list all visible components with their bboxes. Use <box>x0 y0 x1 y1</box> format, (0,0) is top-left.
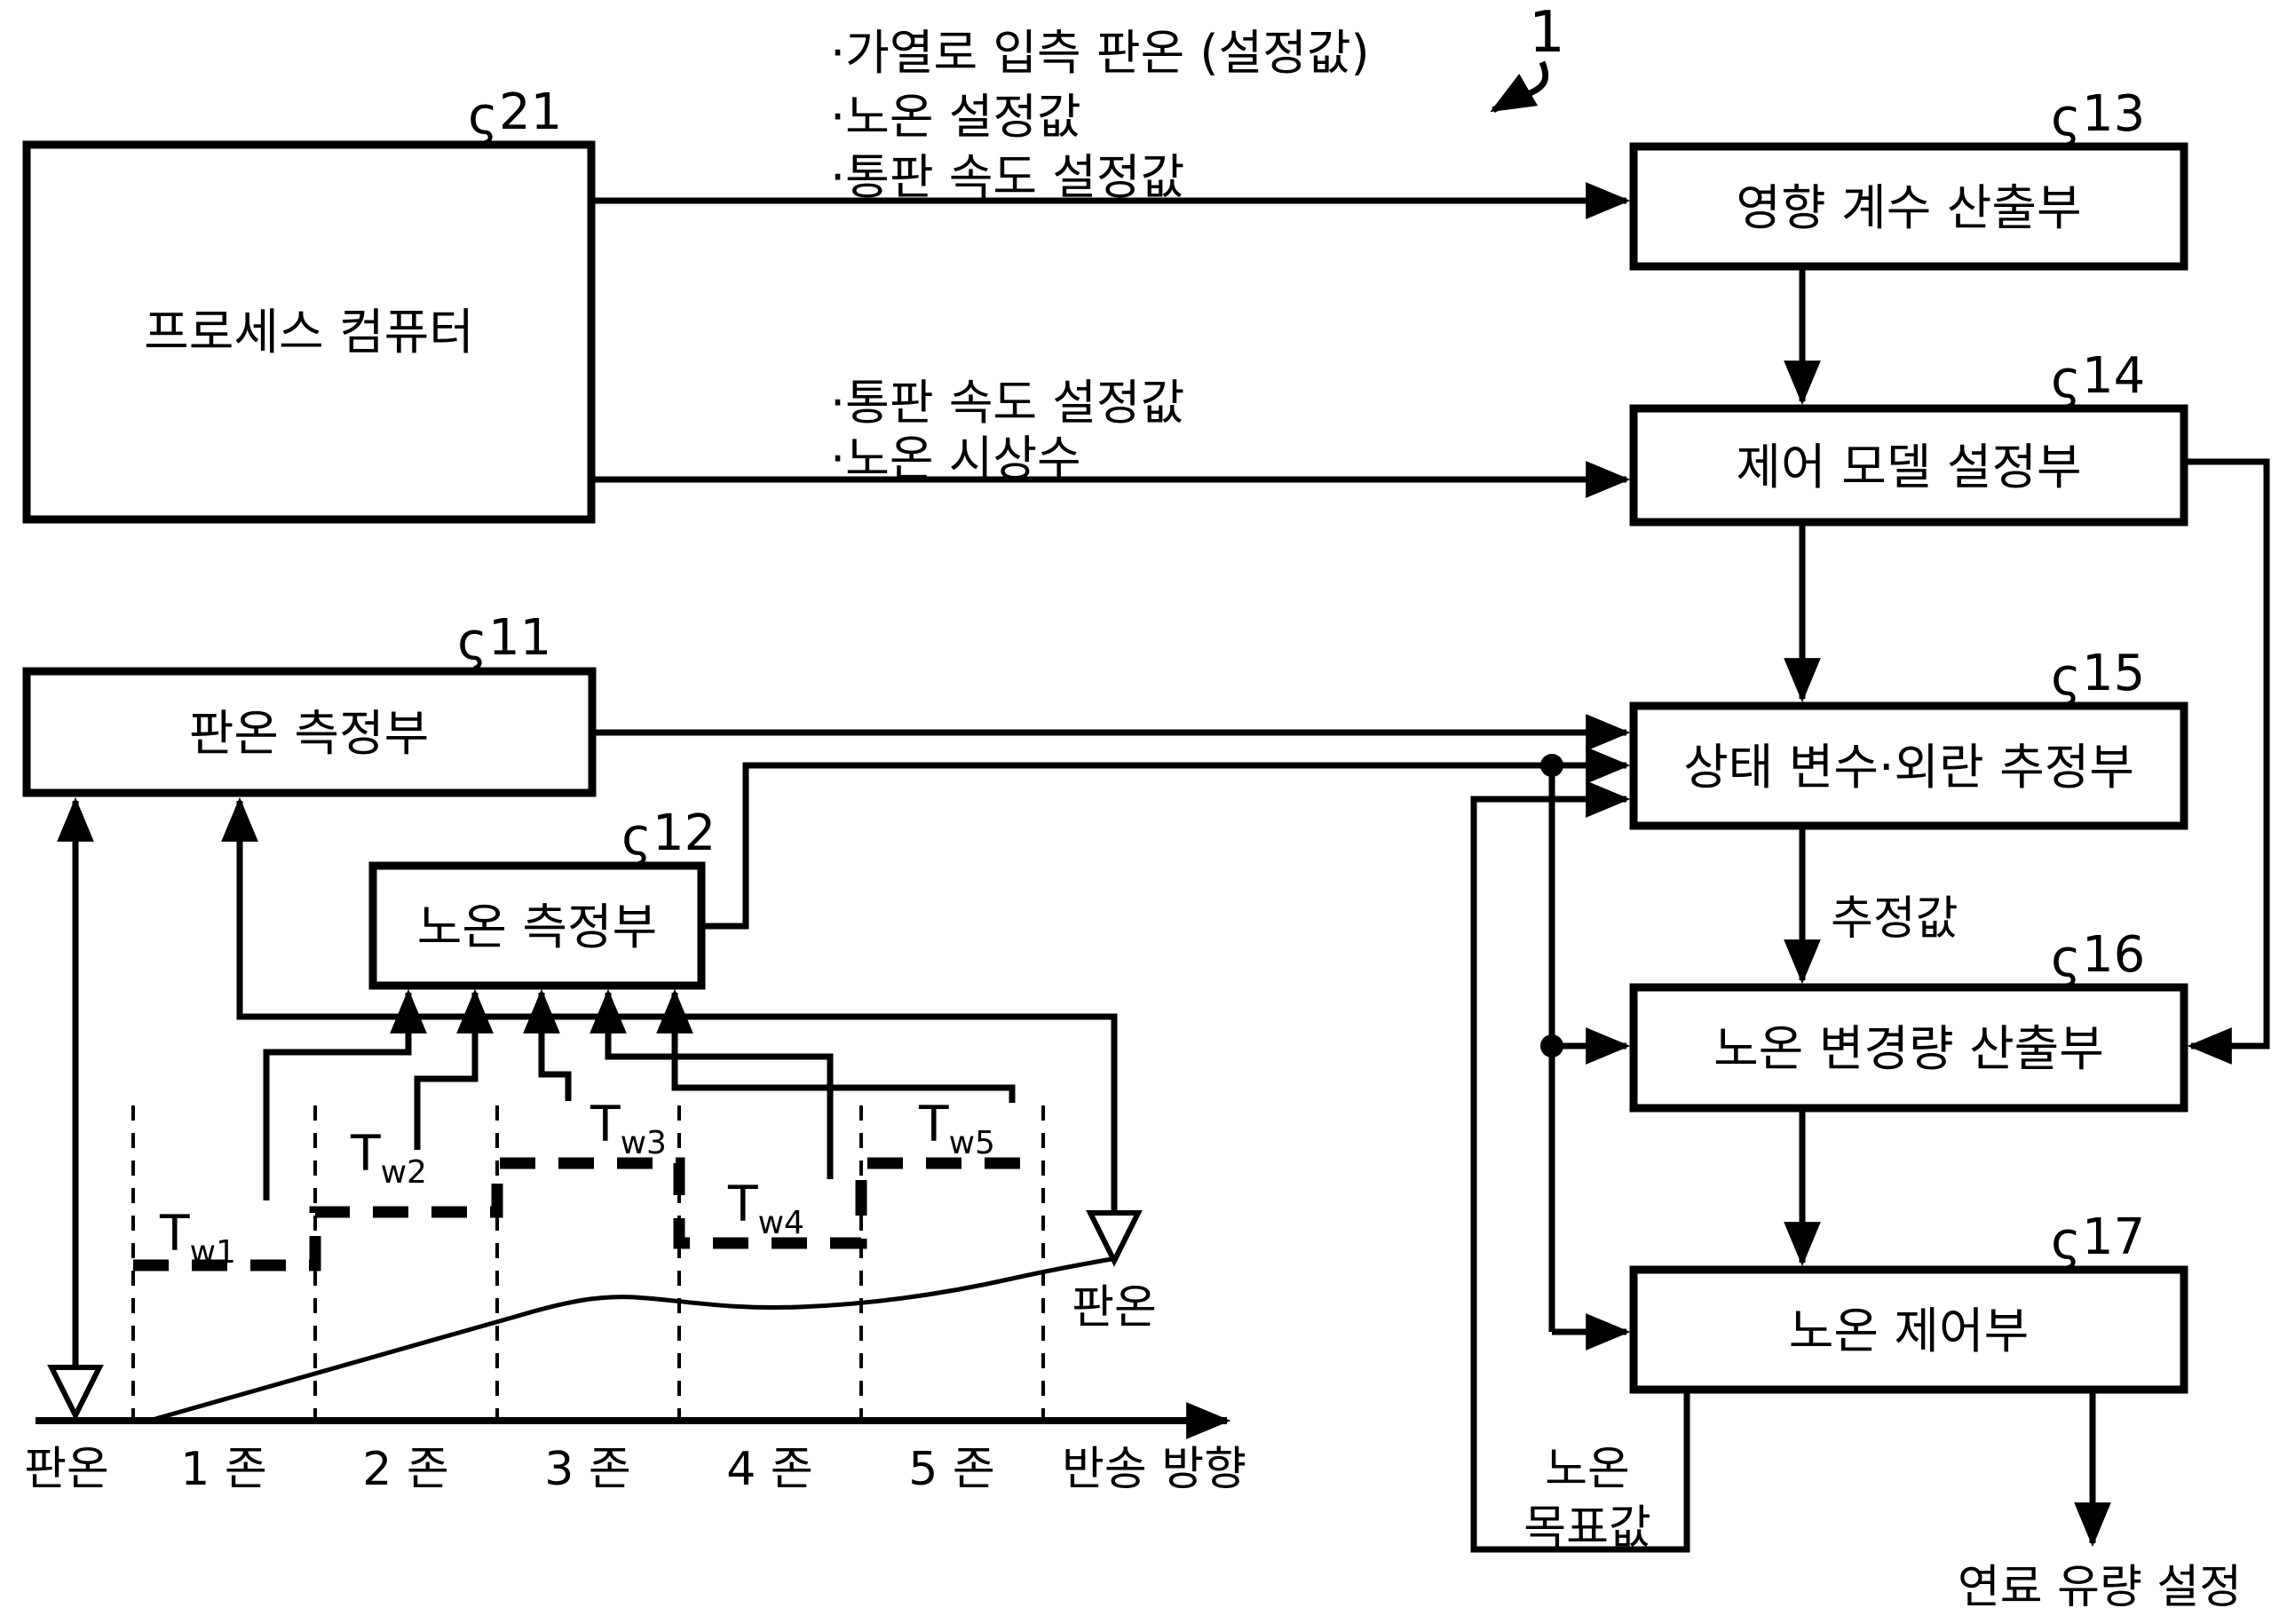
arrow-12-to-15 <box>701 747 1631 930</box>
block-control-model-setting <box>1629 404 2188 527</box>
zone-label-5: 5 존 <box>908 1443 994 1496</box>
block-influence-coefficient <box>1629 142 2188 271</box>
zone-label-2: 2 존 <box>362 1443 448 1496</box>
ref-13: 13 <box>2082 85 2145 143</box>
block-temp-change-calc-label: 노온 변경량 산출부 <box>1713 1020 2104 1077</box>
block-control-model-setting-label: 제어 모델 설정부 <box>1736 439 2081 495</box>
figure-number-arrow <box>1490 60 1549 114</box>
ref-squiggle-21: ς <box>468 85 498 146</box>
block-furnace-temp-measure-label: 노온 측정부 <box>417 899 657 955</box>
ref-16: 16 <box>2082 926 2145 984</box>
sensor-tap-3 <box>523 988 572 1101</box>
ref-21: 21 <box>499 83 562 141</box>
sensor-tap-2 <box>414 988 494 1150</box>
sensor-tap-5 <box>656 988 1016 1103</box>
target-value-loop-17-to-15 <box>1470 780 1690 1553</box>
sensor-tap-4 <box>590 988 834 1179</box>
plate-temp-curve <box>154 1256 1112 1422</box>
block-temp-change-calc <box>1629 983 2188 1113</box>
sensor-label-tw3: Tw3 <box>590 1096 667 1161</box>
estimate-value-label: 추정값 <box>1831 892 1959 946</box>
feedback-14-to-16 <box>2184 458 2270 1065</box>
plate-temp-exit-label: 판온 <box>1072 1281 1157 1335</box>
fuel-flow-setting-label: 연료 유량 설정 <box>1958 1561 2242 1614</box>
transport-direction-label: 반송 방향 <box>1062 1443 1246 1496</box>
block-process-computer-label: 프로세스 컴퓨터 <box>144 304 474 360</box>
plate-temp-axis-label: 판온 <box>24 1443 109 1496</box>
ref-12: 12 <box>653 804 716 862</box>
plate-temp-marker-exit <box>1086 1210 1143 1267</box>
zone-label-3: 3 존 <box>544 1443 630 1496</box>
block-influence-coefficient-label: 영향 계수 산출부 <box>1736 179 2081 236</box>
ref-squiggle-17: ς <box>2051 1210 2081 1271</box>
ref-squiggle-12: ς <box>621 806 652 867</box>
ref-squiggle-15: ς <box>2051 646 2081 707</box>
signals-to-control-model: ·통판 속도 설정값 ·노온 시상수 <box>830 375 1184 487</box>
zone-label-4: 4 존 <box>726 1443 812 1496</box>
ref-17: 17 <box>2082 1208 2145 1266</box>
ref-14: 14 <box>2082 347 2145 405</box>
block-state-disturbance-estimator <box>1629 701 2188 830</box>
sensor-label-tw5: Tw5 <box>918 1096 995 1161</box>
target-value-label-line2: 목표값 <box>1523 1501 1651 1555</box>
figure-number: 1 <box>1529 0 1565 66</box>
signals-to-influence-coefficient: ·가열로 입측 판온 (설정값) ·노온 설정값 ·통판 속도 설정값 <box>830 25 1370 205</box>
block-furnace-temp-controller <box>1629 1265 2188 1394</box>
block-plate-temp-measure-label: 판온 측정부 <box>189 705 429 762</box>
ref-squiggle-14: ς <box>2051 349 2081 409</box>
block-plate-temp-measure <box>22 667 597 797</box>
plate-temp-marker-entry <box>47 1365 104 1422</box>
sensor-label-tw1: Tw1 <box>159 1205 236 1271</box>
ref-11: 11 <box>488 609 551 667</box>
signal-line: ·통판 속도 설정값 <box>830 375 1184 431</box>
signal-line: ·가열로 입측 판온 (설정값) <box>830 25 1370 81</box>
ref-squiggle-16: ς <box>2051 928 2081 988</box>
ref-15: 15 <box>2082 645 2145 702</box>
ref-squiggle-11: ς <box>457 611 487 671</box>
sensor-label-tw4: Tw4 <box>727 1176 804 1241</box>
furnace-temp-setpoint-profile <box>133 1157 1043 1271</box>
ref-squiggle-13: ς <box>2051 87 2081 147</box>
signal-line: ·노온 설정값 <box>830 89 1081 145</box>
target-value-label-line1: 노온 <box>1545 1443 1630 1496</box>
signal-line: ·통판 속도 설정값 <box>830 149 1184 205</box>
sensor-tap-1 <box>263 988 427 1200</box>
zone-label-1: 1 존 <box>180 1443 266 1496</box>
block-process-computer <box>22 140 596 524</box>
block-state-disturbance-estimator-label: 상태 변수·외란 추정부 <box>1683 739 2134 796</box>
sensor-label-tw2: Tw2 <box>350 1125 427 1191</box>
block-furnace-temp-controller-label: 노온 제어부 <box>1789 1303 2029 1359</box>
block-furnace-temp-measure <box>368 861 706 990</box>
